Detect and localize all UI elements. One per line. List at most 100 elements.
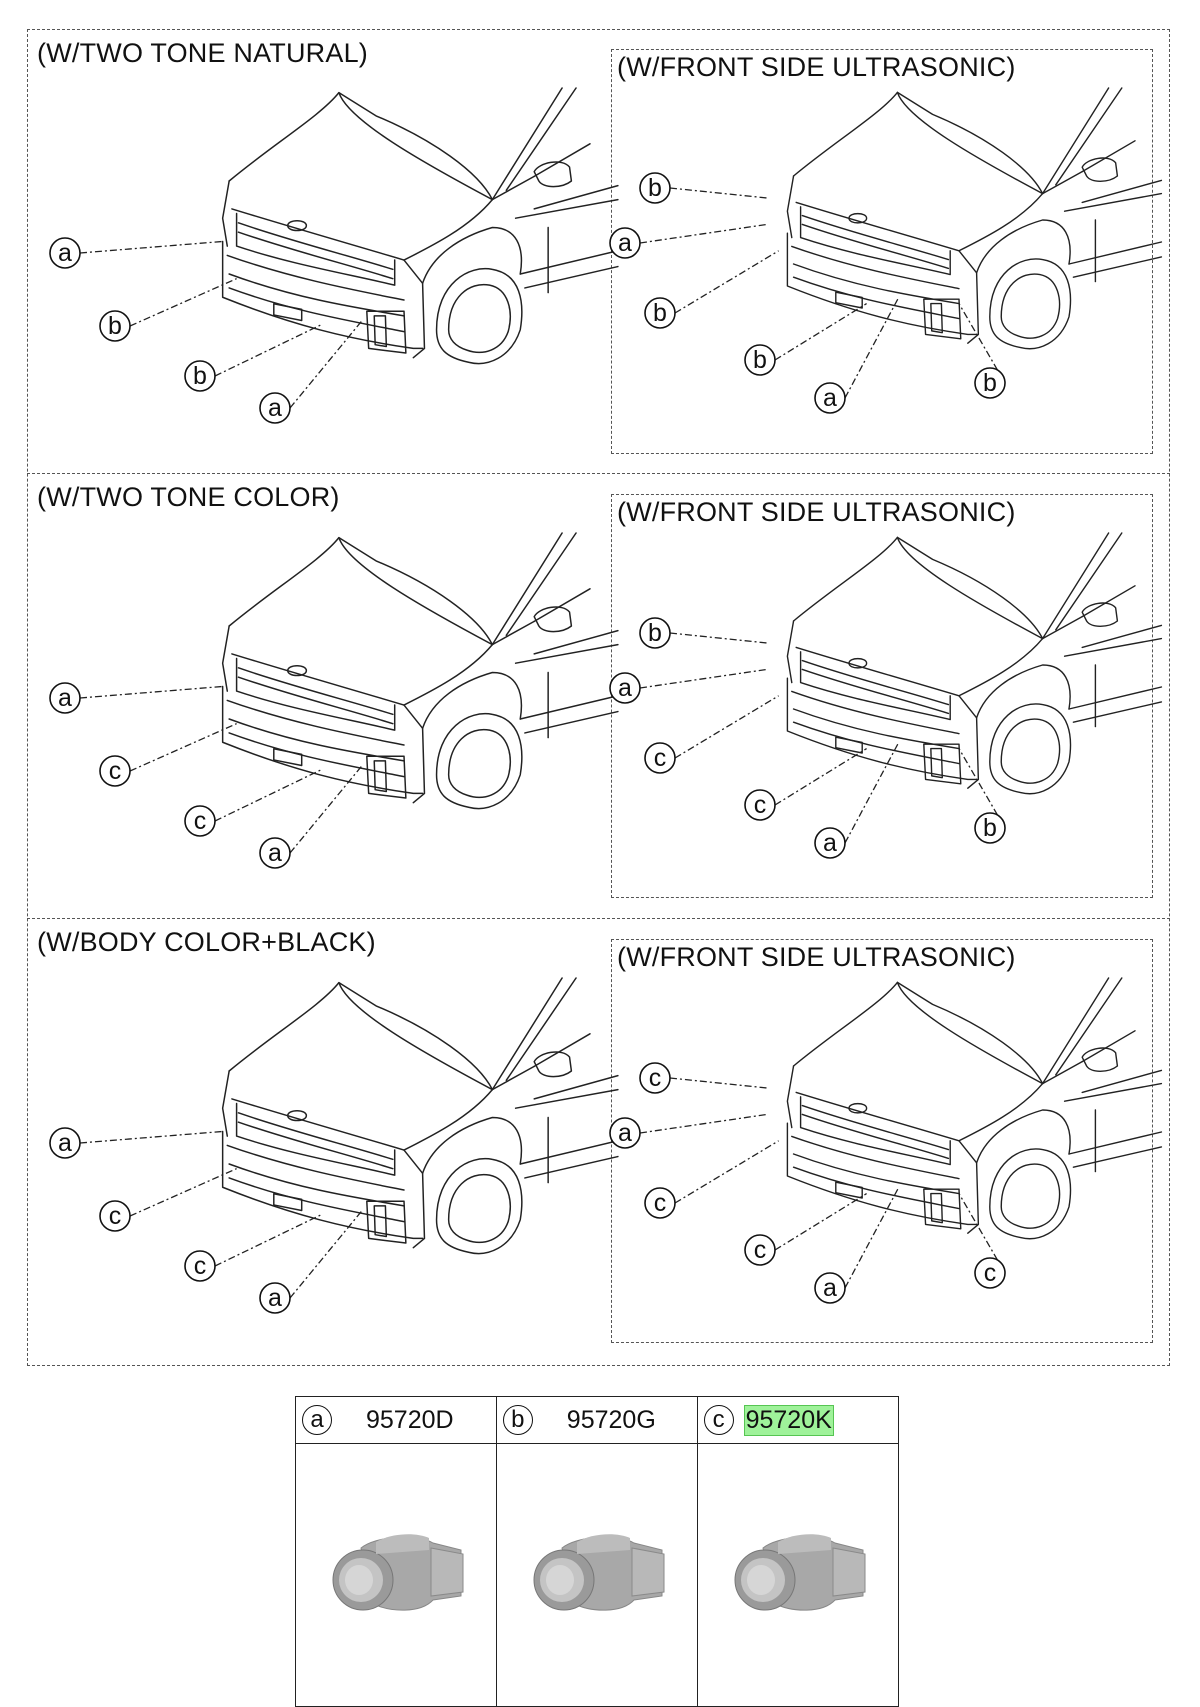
callout-circle xyxy=(744,344,776,376)
callout-leader xyxy=(214,769,321,822)
callout-label[interactable]: c xyxy=(109,1202,122,1230)
callout-label[interactable]: c xyxy=(654,1189,667,1217)
vehicle-outline xyxy=(786,1122,978,1226)
callout-leader xyxy=(669,1077,768,1089)
variant-title-front-side-ultrasonic: (W/FRONT SIDE ULTRASONIC) xyxy=(617,942,1016,972)
vehicle-outline xyxy=(1055,977,1123,1076)
callout-label[interactable]: a xyxy=(618,1119,632,1147)
callout-circle xyxy=(644,297,676,329)
callout-label[interactable]: a xyxy=(58,239,72,267)
vehicle-outline xyxy=(930,302,943,334)
callout-label[interactable]: c xyxy=(649,1064,662,1092)
part-image-cell[interactable] xyxy=(495,1443,698,1707)
part-number-highlighted[interactable]: 95720K xyxy=(743,1404,834,1436)
callout-label[interactable]: c xyxy=(984,1259,997,1287)
callout-label[interactable]: c xyxy=(754,1236,767,1264)
vehicle-outline xyxy=(930,1192,943,1224)
vehicle-outline xyxy=(228,273,405,317)
vehicle-outline xyxy=(366,1200,407,1244)
callout-circle xyxy=(974,812,1006,844)
vehicle-outline xyxy=(231,208,405,261)
callout-leader xyxy=(639,223,768,244)
vehicle-outline xyxy=(228,1177,405,1223)
vehicle-outline xyxy=(491,977,563,1091)
callout-label[interactable]: a xyxy=(268,394,282,422)
vehicle-outline xyxy=(231,653,405,706)
part-key-badge: b xyxy=(502,1405,533,1435)
vehicle-outline xyxy=(514,1088,619,1109)
callout-label[interactable]: c xyxy=(109,757,122,785)
vehicle-outline xyxy=(273,1193,303,1212)
vehicle-outline xyxy=(1072,701,1163,723)
callout-leader xyxy=(129,1168,237,1217)
vehicle-outline xyxy=(524,1155,619,1179)
part-image-cell[interactable] xyxy=(295,1443,497,1707)
callout-label[interactable]: b xyxy=(653,299,667,327)
vehicle-outline xyxy=(1081,1047,1119,1072)
callout-label[interactable]: b xyxy=(753,346,767,374)
part-number[interactable]: 95720D xyxy=(366,1405,454,1434)
callout-circle xyxy=(644,742,676,774)
callout-circle xyxy=(974,367,1006,399)
callout-circle xyxy=(639,172,671,204)
callout-label[interactable]: a xyxy=(58,1129,72,1157)
callout-label[interactable]: a xyxy=(823,1274,837,1302)
callout-label[interactable]: c xyxy=(194,807,207,835)
vehicle-outline xyxy=(896,981,1083,1085)
vehicle-outline xyxy=(403,198,494,261)
vehicle-outline xyxy=(801,1113,950,1160)
vehicle-outline xyxy=(505,532,577,637)
vehicle-outline xyxy=(533,629,619,655)
callout-label[interactable]: b xyxy=(983,369,997,397)
vehicle-outline xyxy=(1081,1069,1163,1094)
vehicle-outline xyxy=(923,298,962,340)
part-key-badge: a xyxy=(302,1405,332,1435)
vehicle-outline xyxy=(989,703,1072,795)
vehicle-outline xyxy=(447,1173,511,1244)
callout-label[interactable]: a xyxy=(58,684,72,712)
callout-label[interactable]: b xyxy=(983,814,997,842)
vehicle-outline xyxy=(1072,256,1163,278)
sensor-shape xyxy=(832,1546,866,1597)
vehicle-outline xyxy=(786,1065,795,1129)
vehicle-outline xyxy=(421,671,523,730)
callout-circle xyxy=(609,227,641,259)
callout-label[interactable]: b xyxy=(108,312,122,340)
part-header-a: a 95720D xyxy=(295,1396,497,1444)
callout-label[interactable]: b xyxy=(648,619,662,647)
vehicle-outline xyxy=(228,718,405,762)
section-title-body-color-black: (W/BODY COLOR+BLACK) xyxy=(37,927,376,957)
sensor-shape xyxy=(746,1564,775,1595)
part-image-cell[interactable] xyxy=(696,1443,900,1707)
vehicle-outline xyxy=(801,659,950,706)
callout-leader xyxy=(674,1140,779,1204)
vehicle-outline xyxy=(228,91,494,201)
callout-label[interactable]: a xyxy=(618,674,632,702)
section-divider xyxy=(27,473,1170,474)
callout-label[interactable]: c xyxy=(194,1252,207,1280)
callout-label[interactable]: c xyxy=(654,744,667,772)
vehicle-outline xyxy=(799,1096,951,1166)
vehicle-outline xyxy=(1063,192,1163,212)
callout-label[interactable]: b xyxy=(648,174,662,202)
vehicle-outline xyxy=(792,721,960,765)
callout-label[interactable]: c xyxy=(754,791,767,819)
part-number[interactable]: 95720G xyxy=(566,1405,656,1434)
vehicle-outline xyxy=(791,690,960,735)
callout-label[interactable]: a xyxy=(268,1284,282,1312)
vehicle-outline xyxy=(228,287,405,333)
vehicle-outline xyxy=(1063,1082,1163,1102)
callout-label[interactable]: a xyxy=(823,384,837,412)
callout-label[interactable]: a xyxy=(618,229,632,257)
callout-circle xyxy=(99,1200,131,1232)
callout-label[interactable]: a xyxy=(268,839,282,867)
vehicle-outline xyxy=(338,91,535,201)
part-header-b: b 95720G xyxy=(495,1396,698,1444)
vehicle-outline xyxy=(792,91,1044,195)
variant-title-front-side-ultrasonic: (W/FRONT SIDE ULTRASONIC) xyxy=(617,52,1016,82)
vehicle-outline xyxy=(792,263,960,305)
callout-label[interactable]: a xyxy=(823,829,837,857)
callout-label[interactable]: b xyxy=(193,362,207,390)
callout-circle xyxy=(259,392,291,424)
vehicle-outline xyxy=(491,87,563,201)
